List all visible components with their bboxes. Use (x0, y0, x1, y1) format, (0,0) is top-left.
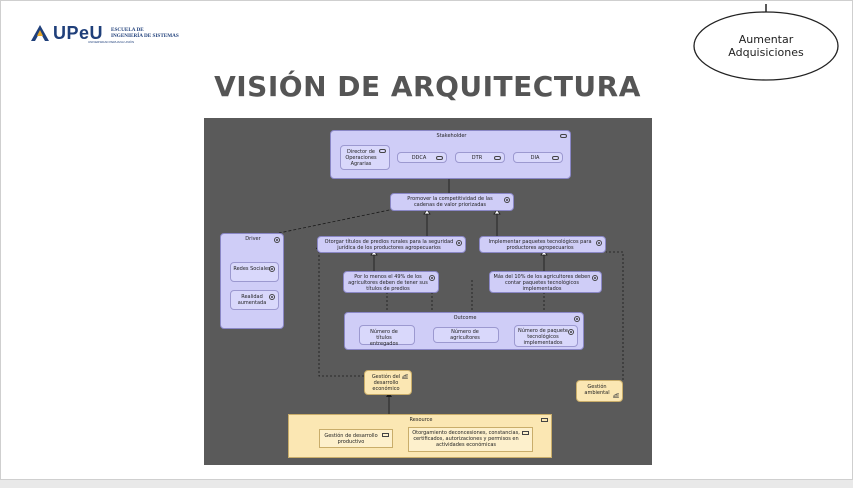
driver-redes-sociales[interactable]: Redes Sociales (230, 262, 279, 282)
stakeholder-dtr[interactable]: DTR (455, 152, 505, 163)
stakeholder-director-label: Director de Operaciones Agrarias (345, 149, 377, 167)
resource-otorgamiento[interactable]: Otorgamiento deconcesiones, constancias,… (408, 427, 533, 452)
capability-icon (401, 373, 409, 380)
stakeholder-icon (552, 156, 559, 160)
callout-bubble (693, 4, 839, 81)
stakeholder-dia-label: DIA (530, 155, 540, 161)
goal-implementar-paquetes[interactable]: Implementar paquetes tecnológicos para p… (479, 236, 606, 253)
stakeholder-dia[interactable]: DIA (513, 152, 563, 163)
driver-title: Driver (245, 236, 261, 242)
callout-line-1: Aumentar (738, 33, 794, 46)
outcome-titulos-label: Número de títulos entregados (369, 329, 399, 347)
resource-gestion-label: Gestión de desarrollo productivo (324, 433, 378, 445)
stakeholder-icon (494, 156, 501, 160)
outcome-paquetes[interactable]: Número de paquete tecnológicos implement… (514, 325, 578, 347)
resource-otorgamiento-label: Otorgamiento deconcesiones, constancias,… (412, 430, 520, 448)
logo-text: UPeU (53, 23, 104, 43)
driver-icon (274, 237, 280, 243)
architecture-diagram: Stakeholder Director de Operaciones Agra… (204, 118, 652, 465)
stakeholder-icon (436, 156, 443, 160)
stakeholder-director[interactable]: Director de Operaciones Agrarias (340, 145, 390, 170)
target-10-percent[interactable]: Más del 10% de los agricultores deben co… (489, 271, 602, 293)
goal-otorgar-label: Otorgar títulos de predios rurales para … (324, 239, 454, 251)
stakeholder-ddca-label: DDCA (411, 155, 427, 161)
goal-icon (596, 240, 602, 246)
stakeholder-icon (379, 149, 386, 153)
capability-icon (612, 392, 620, 399)
outcome-icon (574, 316, 580, 322)
driver-realidad-label: Realidad aumentada (237, 294, 267, 306)
stakeholder-title: Stakeholder (436, 133, 467, 139)
goal-icon (504, 197, 510, 203)
resource-group[interactable]: Resource Gestión de desarrollo productiv… (288, 414, 552, 458)
driver-icon (269, 266, 275, 272)
target-10-label: Más del 10% de los agricultores deben co… (493, 274, 591, 292)
stakeholder-dtr-label: DTR (471, 155, 483, 161)
upeu-a-icon (30, 24, 50, 42)
outcome-icon (568, 329, 574, 335)
school-name: ESCUELA DE INGENIERÍA DE SISTEMAS (111, 27, 179, 39)
capability-gestion-ambiental[interactable]: Gestión ambiental (576, 380, 623, 402)
outcome-group[interactable]: Outcome Número de títulos entregados Núm… (344, 312, 584, 350)
resource-icon (541, 418, 548, 422)
stakeholder-ddca[interactable]: DDCA (397, 152, 447, 163)
goal-implementar-label: Implementar paquetes tecnológicos para p… (488, 239, 592, 251)
goal-competitividad-label: Promover la competitividad de las cadena… (407, 196, 493, 208)
target-49-percent[interactable]: Por lo menos el 49% de los agricultores … (343, 271, 439, 293)
callout-text: Aumentar Adquisiciones (692, 33, 840, 59)
goal-otorgar-titulos[interactable]: Otorgar títulos de predios rurales para … (317, 236, 466, 253)
outcome-title: Outcome (453, 315, 477, 321)
school-line-2: INGENIERÍA DE SISTEMAS (111, 33, 179, 39)
outcome-titulos[interactable]: Número de títulos entregados (359, 325, 415, 347)
driver-redes-label: Redes Sociales (233, 266, 271, 272)
resource-title: Resource (409, 417, 433, 423)
goal-icon (456, 240, 462, 246)
stakeholder-group[interactable]: Stakeholder Director de Operaciones Agra… (330, 130, 571, 179)
outcome-paquetes-label: Número de paquete tecnológicos implement… (518, 328, 568, 346)
capability-gestion-desarrollo[interactable]: Gestión del desarrollo económico (364, 370, 412, 395)
outcome-agricultores-label: Número de agricultores (450, 329, 480, 341)
driver-realidad-aumentada[interactable]: Realidad aumentada (230, 290, 279, 310)
callout-line-2: Adquisiciones (728, 46, 804, 59)
resource-gestion-productivo[interactable]: Gestión de desarrollo productivo (319, 429, 393, 448)
target-49-label: Por lo menos el 49% de los agricultores … (348, 274, 428, 292)
bottom-strip (0, 480, 853, 488)
outcome-agricultores[interactable]: Número de agricultores (433, 327, 499, 343)
resource-icon (522, 431, 529, 435)
page-title: VISIÓN DE ARQUITECTURA (214, 70, 641, 103)
gestion-desarrollo-label: Gestión del desarrollo económico (371, 374, 401, 392)
logo-tagline: UNIVERSIDAD PERUANA UNIÓN (88, 40, 135, 44)
resource-icon (382, 433, 389, 437)
upeu-logo: UPeU UNIVERSIDAD PERUANA UNIÓN ESCUELA D… (30, 22, 179, 44)
stakeholder-icon (560, 134, 567, 138)
goal-competitividad[interactable]: Promover la competitividad de las cadena… (390, 193, 514, 211)
driver-icon (269, 294, 275, 300)
target-icon (429, 275, 435, 281)
school-line-1: ESCUELA DE (111, 27, 144, 33)
gestion-ambiental-label: Gestión ambiental (584, 384, 610, 396)
target-icon (592, 275, 598, 281)
driver-group[interactable]: Driver Redes Sociales Realidad aumentada (220, 233, 284, 329)
